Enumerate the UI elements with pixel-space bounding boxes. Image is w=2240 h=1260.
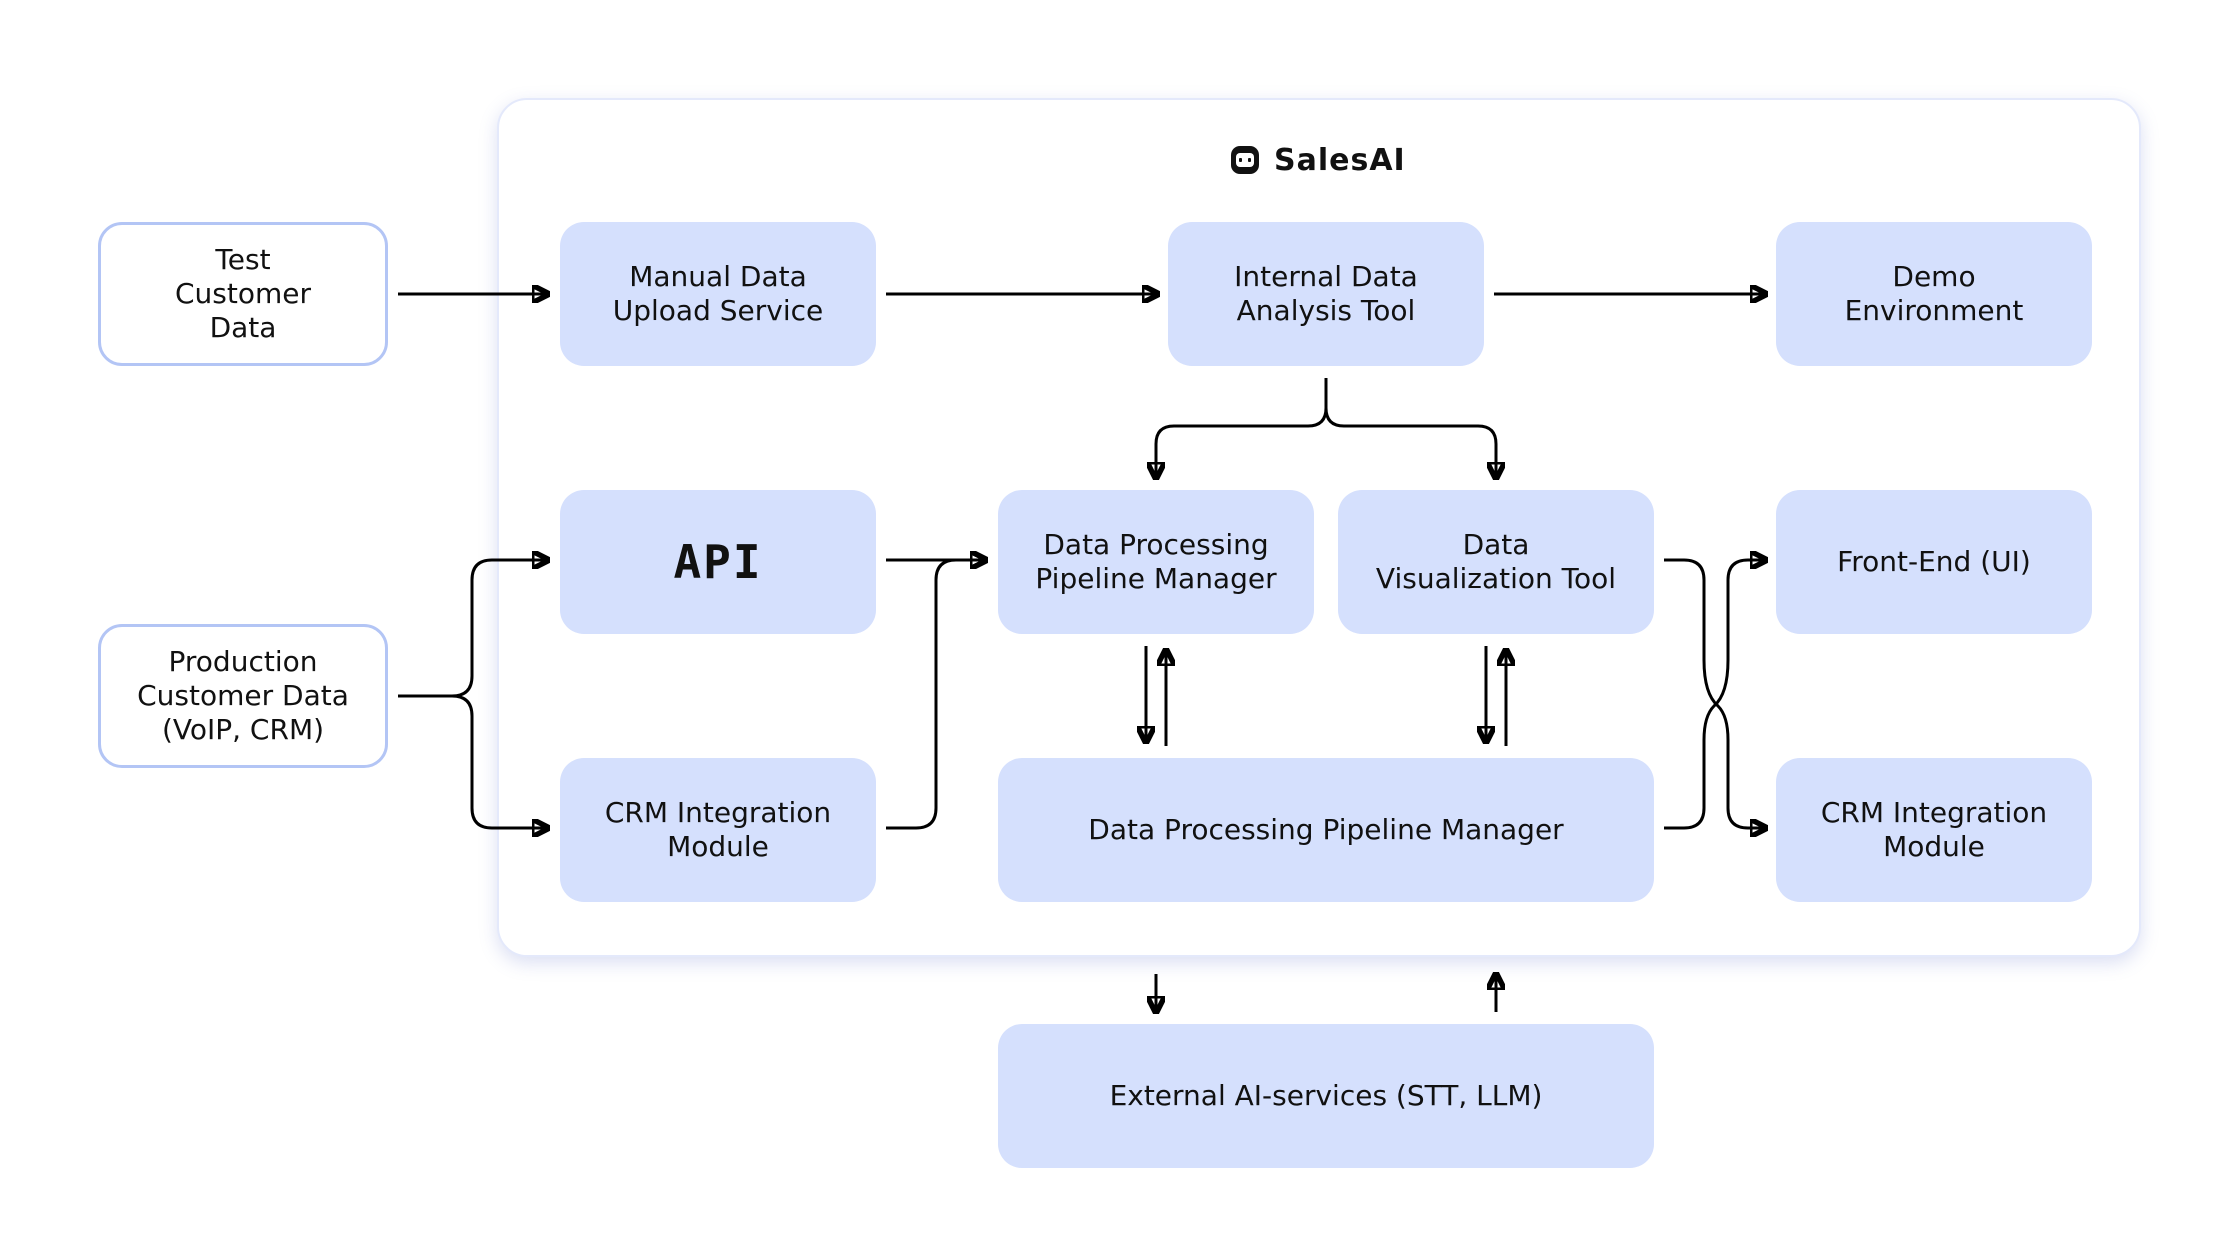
node-label: Data Processing Pipeline Manager <box>1035 528 1277 595</box>
node-label: Test Customer Data <box>174 243 311 344</box>
arrow-internal-analysis-to-pipeline <box>1156 378 1328 478</box>
node-demo-environment: Demo Environment <box>1776 222 2092 366</box>
brand-logo: SalesAI <box>1228 140 1406 180</box>
node-label: External AI-services (STT, LLM) <box>1109 1079 1543 1112</box>
node-production-customer-data: Production Customer Data (VoIP, CRM) <box>98 624 388 768</box>
node-label: Manual Data Upload Service <box>612 260 824 327</box>
node-external-ai-services: External AI-services (STT, LLM) <box>998 1024 1654 1168</box>
node-label: Data Processing Pipeline Manager <box>1088 813 1564 846</box>
arrow-visualization-to-crm-right <box>1664 558 1766 828</box>
node-crm-integration-module-left: CRM Integration Module <box>560 758 876 902</box>
node-label: Internal Data Analysis Tool <box>1234 260 1418 327</box>
arrow-crm-to-pipeline <box>886 560 986 830</box>
node-label: Production Customer Data (VoIP, CRM) <box>137 645 349 746</box>
arrow-pipeline-bottom-to-front-end <box>1664 560 1766 830</box>
arrow-production-to-api <box>398 560 548 698</box>
node-label: Data Visualization Tool <box>1375 528 1617 595</box>
node-api: API <box>560 490 876 634</box>
arrow-internal-analysis-to-visualization <box>1324 407 1496 478</box>
node-internal-data-analysis-tool: Internal Data Analysis Tool <box>1168 222 1484 366</box>
node-label: API <box>673 535 763 589</box>
node-front-end-ui: Front-End (UI) <box>1776 490 2092 634</box>
node-crm-integration-module-right: CRM Integration Module <box>1776 758 2092 902</box>
node-label: CRM Integration Module <box>1820 796 2048 863</box>
node-label: Front-End (UI) <box>1837 545 2031 578</box>
robot-chat-icon <box>1231 146 1259 174</box>
node-data-visualization-tool: Data Visualization Tool <box>1338 490 1654 634</box>
arrow-production-to-crm <box>451 694 548 828</box>
node-test-customer-data: Test Customer Data <box>98 222 388 366</box>
node-label: Demo Environment <box>1844 260 2024 327</box>
node-manual-upload-service: Manual Data Upload Service <box>560 222 876 366</box>
node-label: CRM Integration Module <box>604 796 832 863</box>
node-data-processing-pipeline-manager-bottom: Data Processing Pipeline Manager <box>998 758 1654 902</box>
node-data-processing-pipeline-manager-top: Data Processing Pipeline Manager <box>998 490 1314 634</box>
brand-name: SalesAI <box>1274 142 1406 178</box>
